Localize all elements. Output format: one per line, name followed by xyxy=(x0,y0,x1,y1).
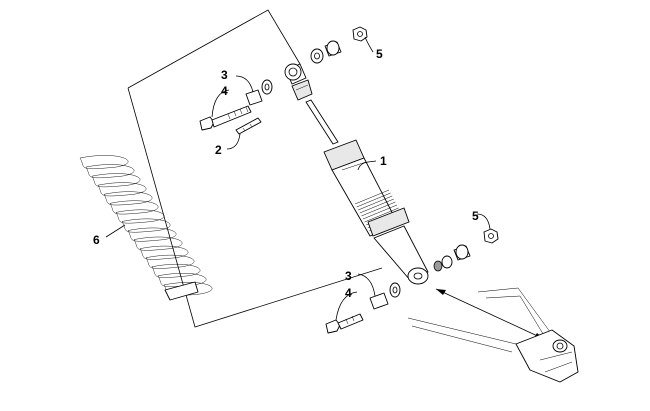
callout-6: 6 xyxy=(93,233,100,247)
spring-assembly-outline xyxy=(127,9,383,328)
leader-lines xyxy=(105,36,491,321)
callout-2: 2 xyxy=(215,143,222,157)
upper-bolt xyxy=(199,105,252,131)
upper-hardware-stack xyxy=(310,26,368,64)
callout-3-upper: 3 xyxy=(221,68,228,82)
shock-body xyxy=(323,139,443,285)
callout-1: 1 xyxy=(380,154,387,168)
coil-spring xyxy=(79,155,213,301)
assembly-arrow xyxy=(435,288,545,340)
shock-upper-eye xyxy=(284,63,313,101)
callout-5-lower: 5 xyxy=(472,209,479,223)
lower-spacer xyxy=(369,282,401,310)
spring-coils xyxy=(79,155,213,296)
callout-3-lower: 3 xyxy=(345,269,352,283)
callout-4-lower: 4 xyxy=(345,286,352,300)
a-arm xyxy=(407,287,579,383)
callout-4-upper: 4 xyxy=(221,84,228,98)
lower-bolt xyxy=(325,313,364,334)
upper-spacer xyxy=(245,79,273,106)
spring-end-seat xyxy=(164,281,199,301)
callout-5-upper: 5 xyxy=(376,47,383,61)
lower-hardware-stack xyxy=(441,228,499,269)
pin xyxy=(235,117,262,135)
shock-rod xyxy=(305,99,339,145)
